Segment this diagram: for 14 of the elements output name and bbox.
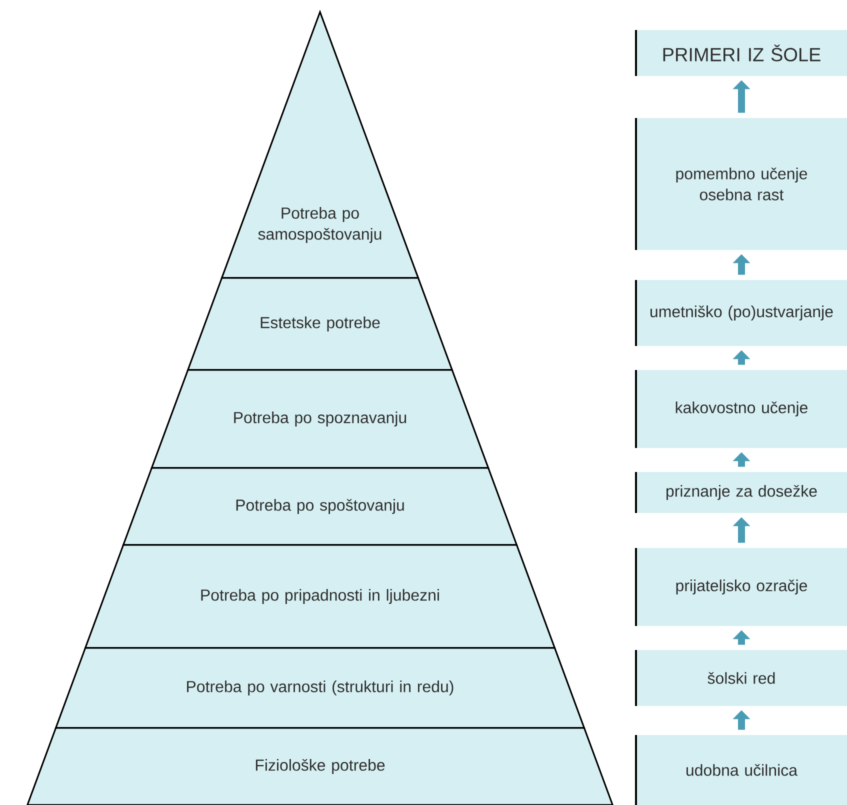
- example-box: kakovostno učenje: [635, 370, 847, 448]
- pyramid-level: Potreba po pripadnosti in ljubezni: [84, 544, 556, 649]
- example-box: umetniško (po)ustvarjanje: [635, 280, 847, 346]
- example-box: pomembno učenje osebna rast: [635, 118, 847, 250]
- pyramid-level: Potreba po varnosti (strukturi in redu): [54, 647, 586, 729]
- example-box: priznanje za dosežke: [635, 472, 847, 513]
- example-box: šolski red: [635, 650, 847, 706]
- header-box: PRIMERI IZ ŠOLE: [635, 30, 847, 76]
- pyramid-level: Potreba po spoznavanju: [150, 369, 490, 469]
- pyramid-level: Estetske potrebe: [186, 277, 454, 371]
- pyramid-level: Potreba po spoštovanju: [122, 467, 518, 546]
- pyramid-level: Fiziološke potrebe: [26, 727, 614, 805]
- example-box: udobna učilnica: [635, 734, 847, 805]
- example-box: prijateljsko ozračje: [635, 548, 847, 626]
